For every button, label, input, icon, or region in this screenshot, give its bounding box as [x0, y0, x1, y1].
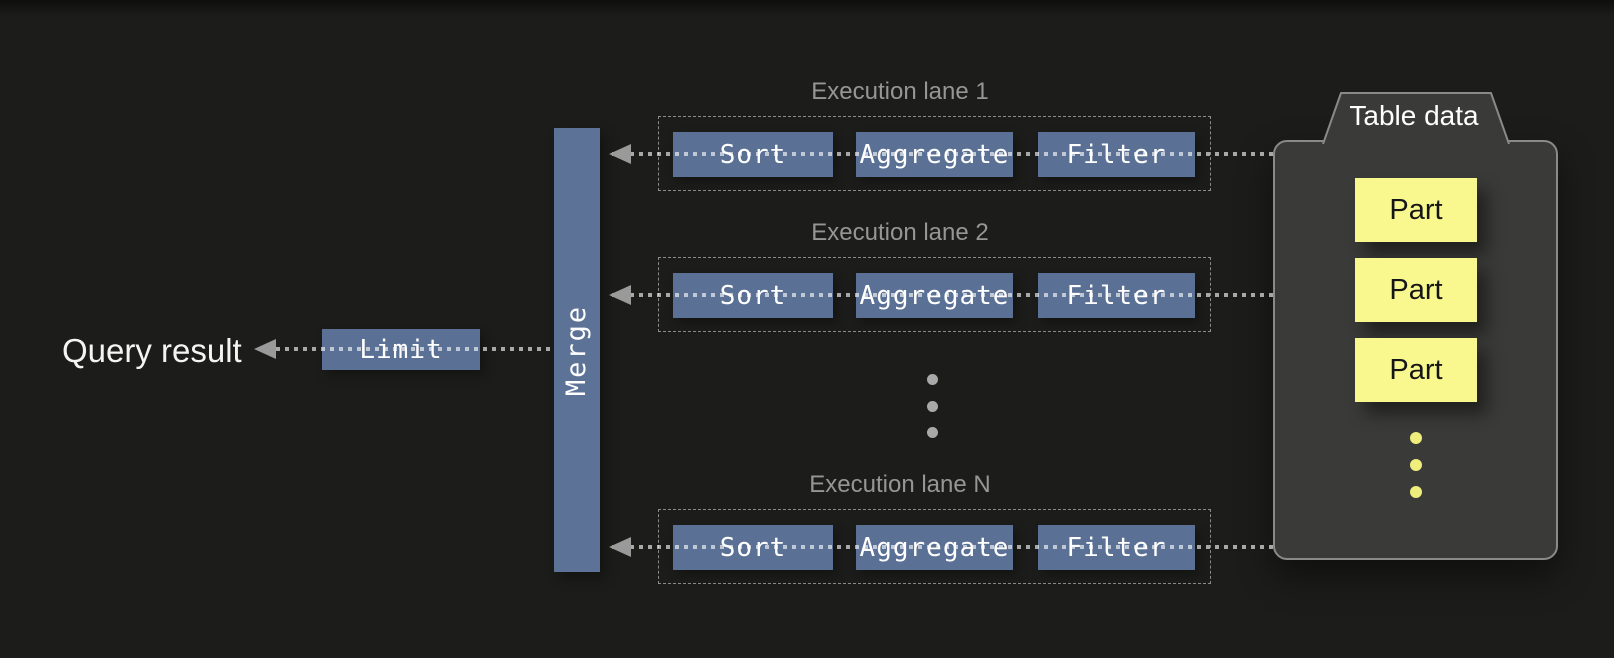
lanes-ellipsis-dot: [927, 427, 938, 438]
table-data-title: Table data: [1349, 100, 1479, 131]
arrow-left-icon: [254, 339, 276, 359]
dotted-connector: [612, 293, 1273, 297]
merge-operator: Merge: [554, 128, 600, 572]
lane-label-n: Execution lane N: [809, 471, 991, 498]
table-part: Part: [1355, 178, 1477, 242]
arrow-left-icon: [609, 537, 631, 557]
dotted-connector: [276, 347, 554, 351]
parts-ellipsis-dot: [1410, 432, 1422, 444]
lanes-ellipsis-dot: [927, 374, 938, 385]
lanes-ellipsis-dot: [927, 401, 938, 412]
table-part: Part: [1355, 258, 1477, 322]
parts-ellipsis-dot: [1410, 459, 1422, 471]
lane-label-1: Execution lane 1: [811, 78, 989, 105]
merge-label: Merge: [561, 304, 593, 396]
dotted-connector: [612, 545, 1273, 549]
arrow-left-icon: [609, 144, 631, 164]
table-data-tab: [1322, 92, 1510, 144]
query-result-label: Query result: [62, 332, 242, 369]
dotted-connector: [612, 152, 1273, 156]
table-part: Part: [1355, 338, 1477, 402]
arrow-left-icon: [609, 285, 631, 305]
lane-label-2: Execution lane 2: [811, 219, 989, 246]
parts-ellipsis-dot: [1410, 486, 1422, 498]
